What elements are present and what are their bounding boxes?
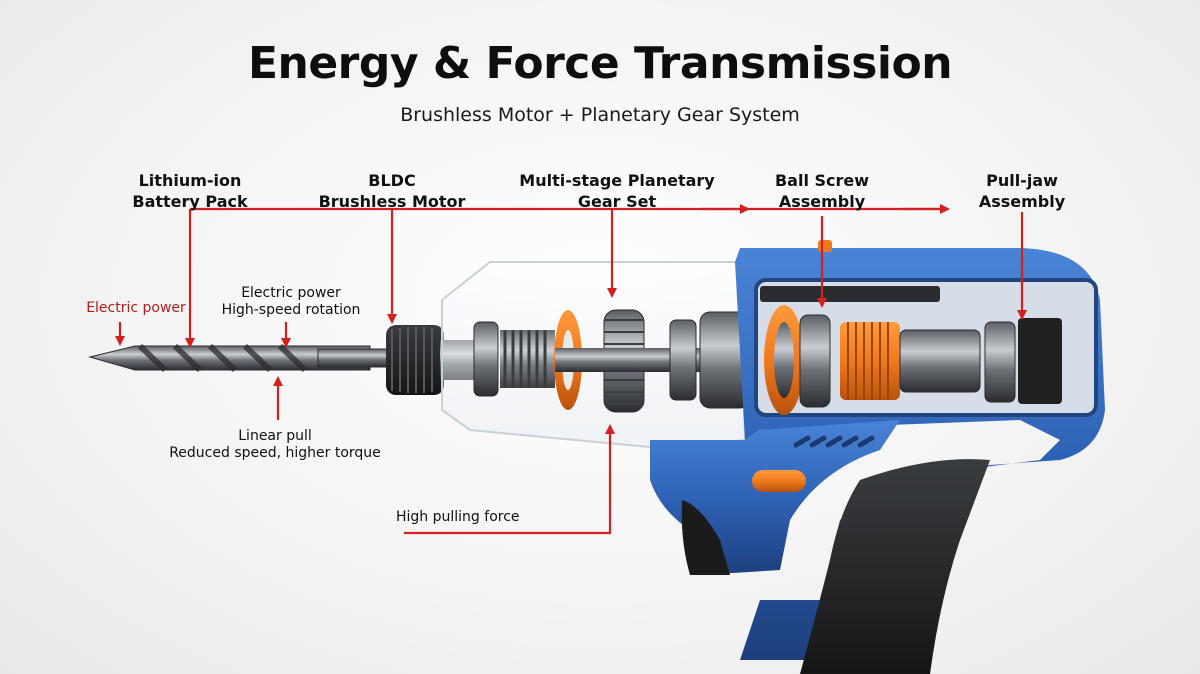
trigger: [681, 500, 730, 575]
note-electric-power: Electric power: [86, 300, 186, 316]
gear-1: [473, 321, 499, 397]
pull-jaw-block: [1018, 318, 1062, 404]
label-motor: BLDC Brushless Motor: [318, 171, 466, 211]
ball-screw-orange: [764, 305, 804, 415]
motor-housing: [899, 329, 981, 393]
page-subtitle: Brushless Motor + Planetary Gear System: [400, 104, 800, 126]
note-pull-force: High pulling force: [396, 509, 520, 525]
label-jaw: Pull-jaw Assembly: [978, 171, 1066, 211]
drill-bit: [88, 343, 389, 373]
note-linear-pull: Linear pull Reduced speed, higher torque: [169, 428, 381, 461]
note-rotation: Electric power High-speed rotation: [221, 285, 361, 318]
gear-stage-2: [669, 311, 751, 409]
label-battery: Lithium-ion Battery Pack: [132, 171, 248, 211]
trigger-lock-button: [752, 470, 806, 492]
rear-gear: [984, 321, 1016, 403]
grip: [800, 459, 990, 674]
motor-winding: [840, 322, 900, 400]
label-gears: Multi-stage Planetary Gear Set: [519, 171, 715, 211]
label-screw: Ball Screw Assembly: [774, 171, 870, 211]
page-title: Energy & Force Transmission: [247, 38, 953, 89]
spring: [500, 330, 555, 388]
top-button: [818, 240, 832, 252]
gear-stage-3: [799, 314, 831, 408]
pull-force-arrow: [404, 424, 615, 535]
vent-slots: [793, 435, 875, 448]
energy-arrows: [115, 204, 1027, 535]
top-rail: [760, 286, 940, 302]
